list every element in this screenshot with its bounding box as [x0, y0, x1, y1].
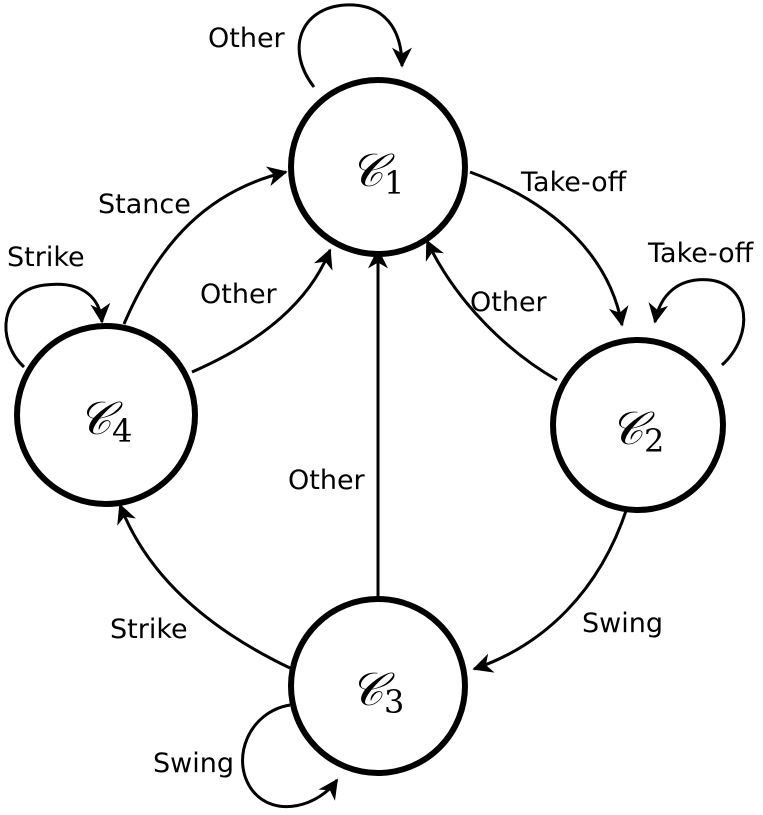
label-c3-self: Swing — [153, 748, 234, 779]
edge-c4-to-c1-other — [191, 248, 333, 374]
label-c1-self: Other — [208, 23, 286, 54]
state-c2: 𝒞 2 — [550, 337, 726, 513]
edge-c2-self — [648, 278, 746, 367]
label-c2-self: Take-off — [647, 238, 755, 269]
edge-c2-to-c1 — [425, 239, 558, 382]
state-c4-index: 4 — [112, 412, 132, 450]
label-c4-self: Strike — [7, 242, 85, 273]
edge-c4-self — [4, 282, 111, 369]
state-c3-index: 3 — [384, 683, 404, 721]
edge-c3-self — [241, 703, 339, 809]
label-c2-to-c1: Other — [470, 287, 548, 318]
edge-c2-to-c3 — [472, 507, 629, 673]
state-c2-index: 2 — [644, 422, 664, 460]
label-c1-to-c2: Take-off — [520, 167, 628, 198]
state-c4: 𝒞 4 — [14, 323, 198, 507]
label-c3-to-c4: Strike — [110, 614, 188, 645]
edge-c1-to-c2 — [469, 170, 629, 327]
label-c4-to-c1-other: Other — [200, 279, 278, 310]
label-c2-to-c3: Swing — [582, 608, 663, 639]
label-c4-to-c1-stance: Stance — [98, 189, 191, 220]
state-c1-index: 1 — [384, 164, 404, 202]
edge-c3-to-c4 — [117, 503, 291, 670]
state-c3: 𝒞 3 — [288, 596, 468, 776]
edge-c4-to-c1-stance — [122, 166, 288, 325]
edge-c1-self — [297, 3, 412, 88]
state-c1: 𝒞 1 — [288, 77, 468, 257]
label-c3-to-c1: Other — [288, 465, 366, 496]
